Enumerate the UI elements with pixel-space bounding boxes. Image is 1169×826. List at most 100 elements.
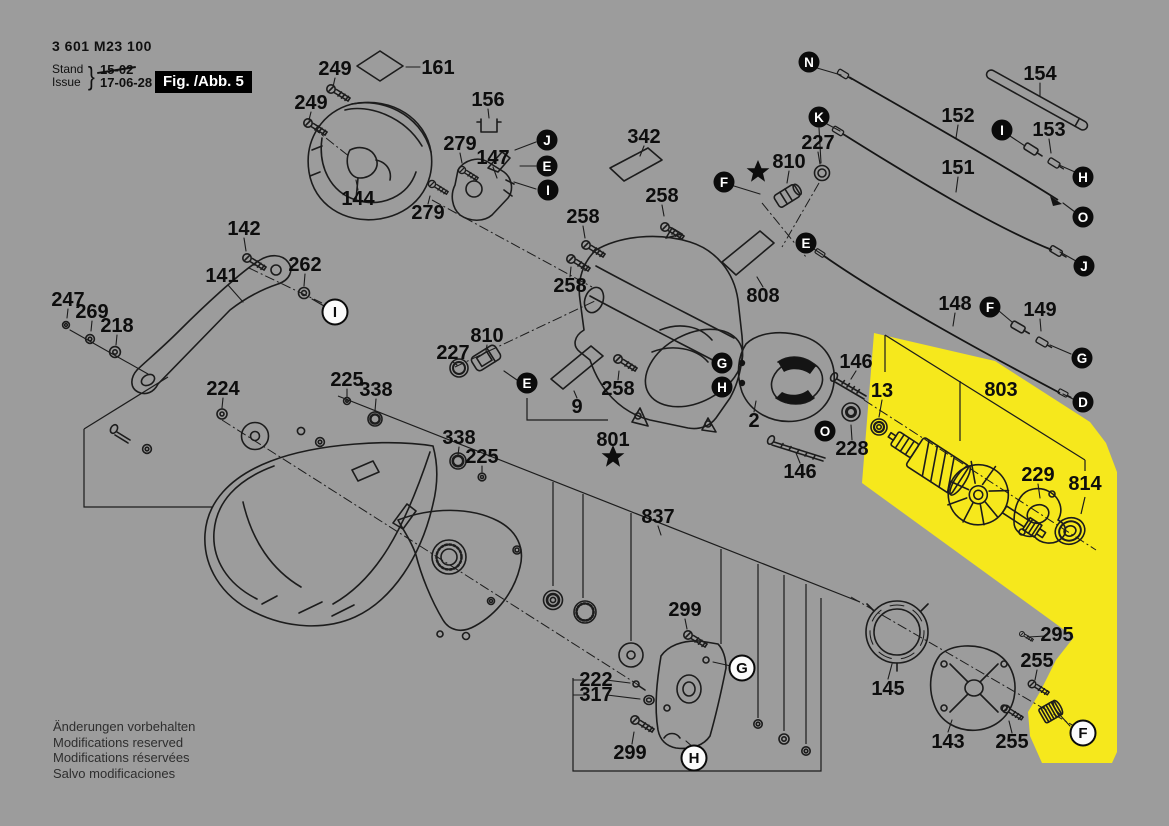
part-label-222: 222 [579, 669, 612, 691]
document-number: 3 601 M23 100 [52, 38, 152, 54]
part-label-299: 299 [668, 599, 701, 621]
part-brush-cap-knob [1038, 699, 1064, 724]
part-label-149: 149 [1023, 299, 1056, 321]
part-label-837: 837 [641, 506, 674, 528]
part-label-227: 227 [436, 342, 469, 364]
svg-text:D: D [1078, 395, 1088, 410]
svg-text:H: H [717, 380, 727, 395]
part-label-262: 262 [288, 254, 321, 276]
svg-text:N: N [804, 55, 814, 70]
revision-block: Stand Issue } 15-02 17-06-28 [52, 62, 153, 90]
part-label-156: 156 [471, 89, 504, 111]
svg-text:G: G [1077, 351, 1088, 366]
svg-text:H: H [1078, 170, 1088, 185]
ref-marker-O-filled: O [814, 420, 836, 442]
part-label-218: 218 [100, 315, 133, 337]
part-label-317: 317 [579, 684, 612, 706]
part-label-249: 249 [318, 58, 351, 80]
note-de: Änderungen vorbehalten [53, 719, 196, 734]
svg-text:H: H [689, 750, 700, 767]
svg-text:G: G [717, 356, 728, 371]
structure-lines [83, 334, 1086, 772]
ref-marker-E-filled: E [536, 155, 558, 177]
part-label-224: 224 [206, 378, 240, 400]
part-blade-guard [204, 441, 438, 627]
small-fasteners-left [61, 286, 311, 359]
part-label-13: 13 [871, 380, 893, 402]
part-227-cap-center [449, 358, 469, 378]
svg-text:G: G [736, 660, 748, 677]
part-label-2: 2 [748, 410, 759, 432]
part-label-225: 225 [465, 446, 498, 468]
svg-text:O: O [820, 424, 831, 439]
ref-marker-F-filled: F [979, 296, 1001, 318]
part-label-142: 142 [227, 218, 260, 240]
ref-marker-I-filled: I [991, 119, 1013, 141]
svg-text:J: J [1080, 259, 1088, 274]
part-label-258: 258 [553, 275, 586, 297]
bottom-small-parts [542, 589, 811, 756]
part-814-bearing [1054, 516, 1086, 546]
part-label-338: 338 [442, 427, 475, 449]
part-guard-segment [109, 396, 523, 641]
leader-lines [66, 66, 1077, 749]
part-label-148: 148 [938, 293, 971, 315]
part-161-label-plate [356, 50, 404, 82]
part-label-161: 161 [421, 57, 454, 79]
part-141-arm [131, 254, 292, 395]
ref-marker-G-filled: G [711, 352, 733, 374]
part-label-143: 143 [931, 731, 964, 753]
svg-text:E: E [522, 376, 531, 391]
ref-marker-D-filled: D [1072, 391, 1094, 413]
part-label-258: 258 [566, 206, 599, 228]
part-801-motor-housing [574, 227, 744, 433]
part-144-motor-cap [307, 101, 433, 221]
ref-marker-H-outlined: H [680, 744, 708, 772]
revision-new-date: 17-06-28 [100, 75, 153, 90]
part-154-rod [985, 69, 1089, 131]
wiring-harness [813, 68, 1089, 400]
part-label-279: 279 [411, 202, 444, 224]
part-label-801: 801 [596, 429, 629, 451]
part-146-screws [766, 372, 867, 462]
part-label-227: 227 [801, 132, 834, 154]
assembly-star-icon [601, 445, 625, 467]
part-810-connector-top [773, 183, 803, 208]
part-label-152: 152 [941, 105, 974, 127]
part-label-225: 225 [330, 369, 363, 391]
revision-label-de: Stand [52, 62, 84, 76]
part-label-299: 299 [613, 742, 646, 764]
part-342-plate [609, 147, 663, 182]
part-2-stator [737, 331, 835, 423]
svg-text:I: I [546, 183, 550, 198]
part-label-154: 154 [1023, 63, 1057, 85]
part-13-bearing [870, 418, 888, 436]
part-label-145: 145 [871, 678, 904, 700]
figure-caption-badge: Fig. /Abb. 5 [155, 71, 252, 93]
part-label-255: 255 [995, 731, 1028, 753]
part-label-810: 810 [470, 325, 503, 347]
ref-marker-G-outlined: G [728, 654, 756, 682]
part-156-clip [476, 118, 502, 133]
part-808-plate [721, 230, 775, 276]
svg-text:F: F [1078, 725, 1087, 742]
part-label-803: 803 [984, 379, 1017, 401]
part-label-146: 146 [783, 461, 816, 483]
revision-label-en: Issue [52, 75, 81, 89]
part-837-plate [655, 640, 727, 750]
part-label-808: 808 [746, 285, 779, 307]
part-label-258: 258 [601, 378, 634, 400]
part-label-247: 247 [51, 289, 84, 311]
svg-text:O: O [1078, 210, 1089, 225]
ref-marker-E-filled: E [516, 372, 538, 394]
ref-marker-H-filled: H [711, 376, 733, 398]
assembly-star-icon [746, 160, 770, 182]
part-label-144: 144 [341, 188, 375, 210]
svg-text:K: K [814, 110, 824, 125]
part-228-grommet [841, 402, 861, 422]
part-label-141: 141 [205, 265, 238, 287]
ref-marker-J-filled: J [536, 129, 558, 151]
